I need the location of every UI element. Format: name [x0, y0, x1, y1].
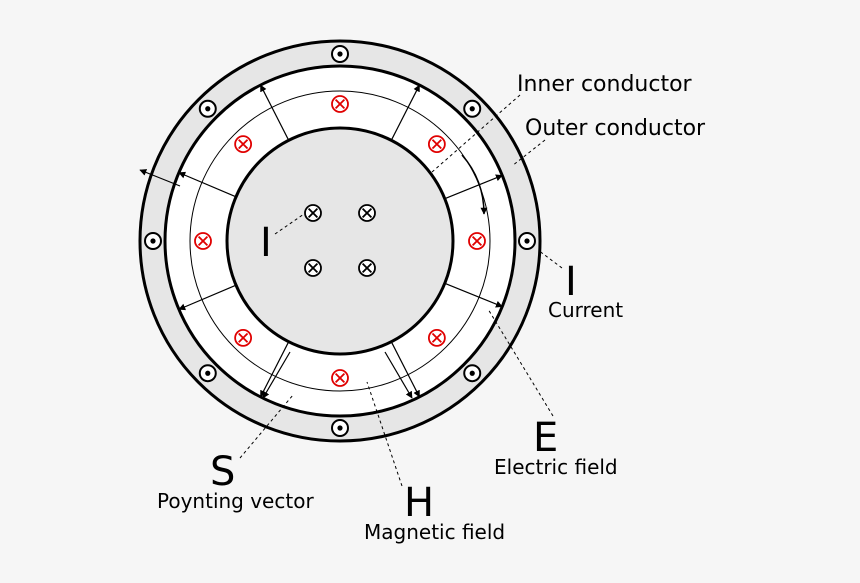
inner-current-symbols [304, 204, 376, 277]
efield-line [178, 284, 237, 311]
magnetic-field-into-page [427, 135, 446, 154]
leader-lines [239, 94, 563, 487]
inner-current-into-page [304, 204, 322, 222]
poynting-arrow [384, 351, 413, 399]
hfield-label: Magnetic field [364, 520, 505, 544]
magnetic-field-into-page [331, 95, 349, 113]
inner-current-into-page [358, 259, 376, 277]
efield-line [444, 282, 503, 308]
efield-label: Electric field [494, 455, 618, 479]
magnetic-field-into-page [331, 369, 349, 387]
leader-poynting [239, 394, 294, 459]
magnetic-field-into-page [427, 328, 446, 347]
outer-current-out-of-page [518, 232, 536, 250]
magnetic-direction-arrow [461, 154, 488, 215]
inner-conductor [225, 126, 455, 356]
magnetic-field-into-page [234, 135, 253, 154]
outer-current-symbols [144, 45, 536, 437]
poynting-label: Poynting vector [157, 489, 314, 513]
outer-current-out-of-page [463, 364, 482, 383]
outer-current-out-of-page [144, 232, 162, 250]
inner-current-into-page [358, 204, 376, 222]
poynting-symbol: S [210, 449, 235, 495]
efield-line [390, 341, 420, 398]
inner-current-symbol: I [260, 220, 272, 266]
outer-conductor-label: Outer conductor [525, 116, 706, 141]
magnetic-field-line [189, 90, 491, 392]
outer-current-out-of-page [331, 419, 349, 437]
hfield-symbol: H [404, 480, 434, 526]
magnetic-field-into-page [194, 232, 212, 250]
magnetic-field-symbols [194, 95, 486, 387]
magnetic-field-into-page [234, 328, 253, 347]
electric-field-lines [178, 84, 503, 398]
outer-current-out-of-page [198, 364, 217, 383]
inner-conductor-label: Inner conductor [517, 72, 693, 97]
current-symbol: I [565, 259, 577, 305]
outer-current-out-of-page [198, 99, 217, 118]
efield-line [178, 171, 237, 198]
inner-current-into-page [304, 259, 322, 277]
leader-outer-conductor [511, 139, 546, 167]
leader-current [537, 249, 563, 269]
poynting-arrow [262, 351, 291, 399]
efield-line [260, 84, 290, 141]
current-label: Current [548, 298, 623, 322]
magnetic-field-into-page [468, 232, 486, 250]
leader-hfield [366, 381, 403, 487]
efield-symbol: E [533, 415, 558, 461]
outer-current-out-of-page [331, 45, 349, 63]
poynting-arrow [139, 169, 181, 187]
poynting-arrows [139, 169, 413, 399]
leader-efield [487, 308, 554, 417]
outer-current-out-of-page [463, 99, 482, 118]
efield-line [444, 174, 503, 200]
efield-line [260, 341, 290, 398]
leader-inner-conductor [431, 94, 521, 173]
efield-line [390, 84, 420, 141]
